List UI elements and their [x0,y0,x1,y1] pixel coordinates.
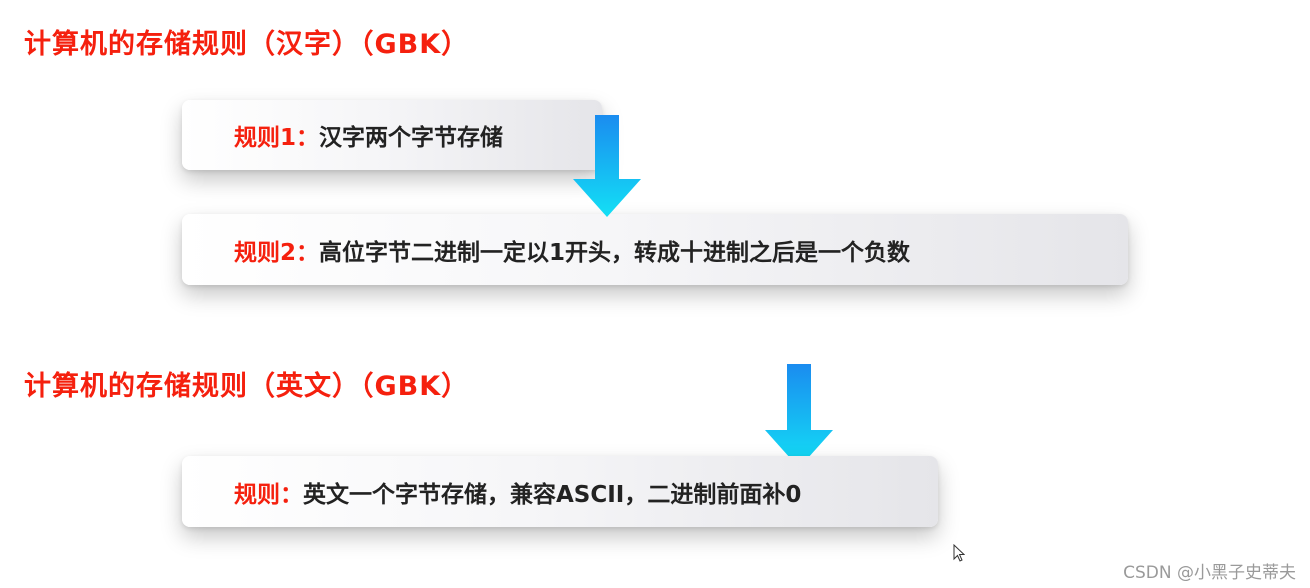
rule-label: 规则2： [234,239,320,266]
rule-card-2: 规则2： 高位字节二进制一定以1开头，转成十进制之后是一个负数 [182,214,1128,285]
rule-text: 英文一个字节存储，兼容ASCII，二进制前面补0 [303,481,802,508]
rule-text: 高位字节二进制一定以1开头，转成十进制之后是一个负数 [319,239,911,266]
arrow-down-icon [765,364,833,468]
arrow-down-icon [573,115,641,217]
rule-label: 规则1： [234,125,320,151]
rule-card-1: 规则1： 汉字两个字节存储 [182,100,602,170]
section-title-english: 计算机的存储规则（英文）（GBK） [24,371,470,402]
rule-label: 规则： [234,481,303,508]
rule-text: 汉字两个字节存储 [319,125,504,151]
section-title-hanzi: 计算机的存储规则（汉字）（GBK） [24,29,470,60]
mouse-pointer-icon [953,544,965,562]
rule-card-english: 规则： 英文一个字节存储，兼容ASCII，二进制前面补0 [182,456,938,527]
watermark: CSDN @小黑子史蒂夫 [1123,563,1296,583]
